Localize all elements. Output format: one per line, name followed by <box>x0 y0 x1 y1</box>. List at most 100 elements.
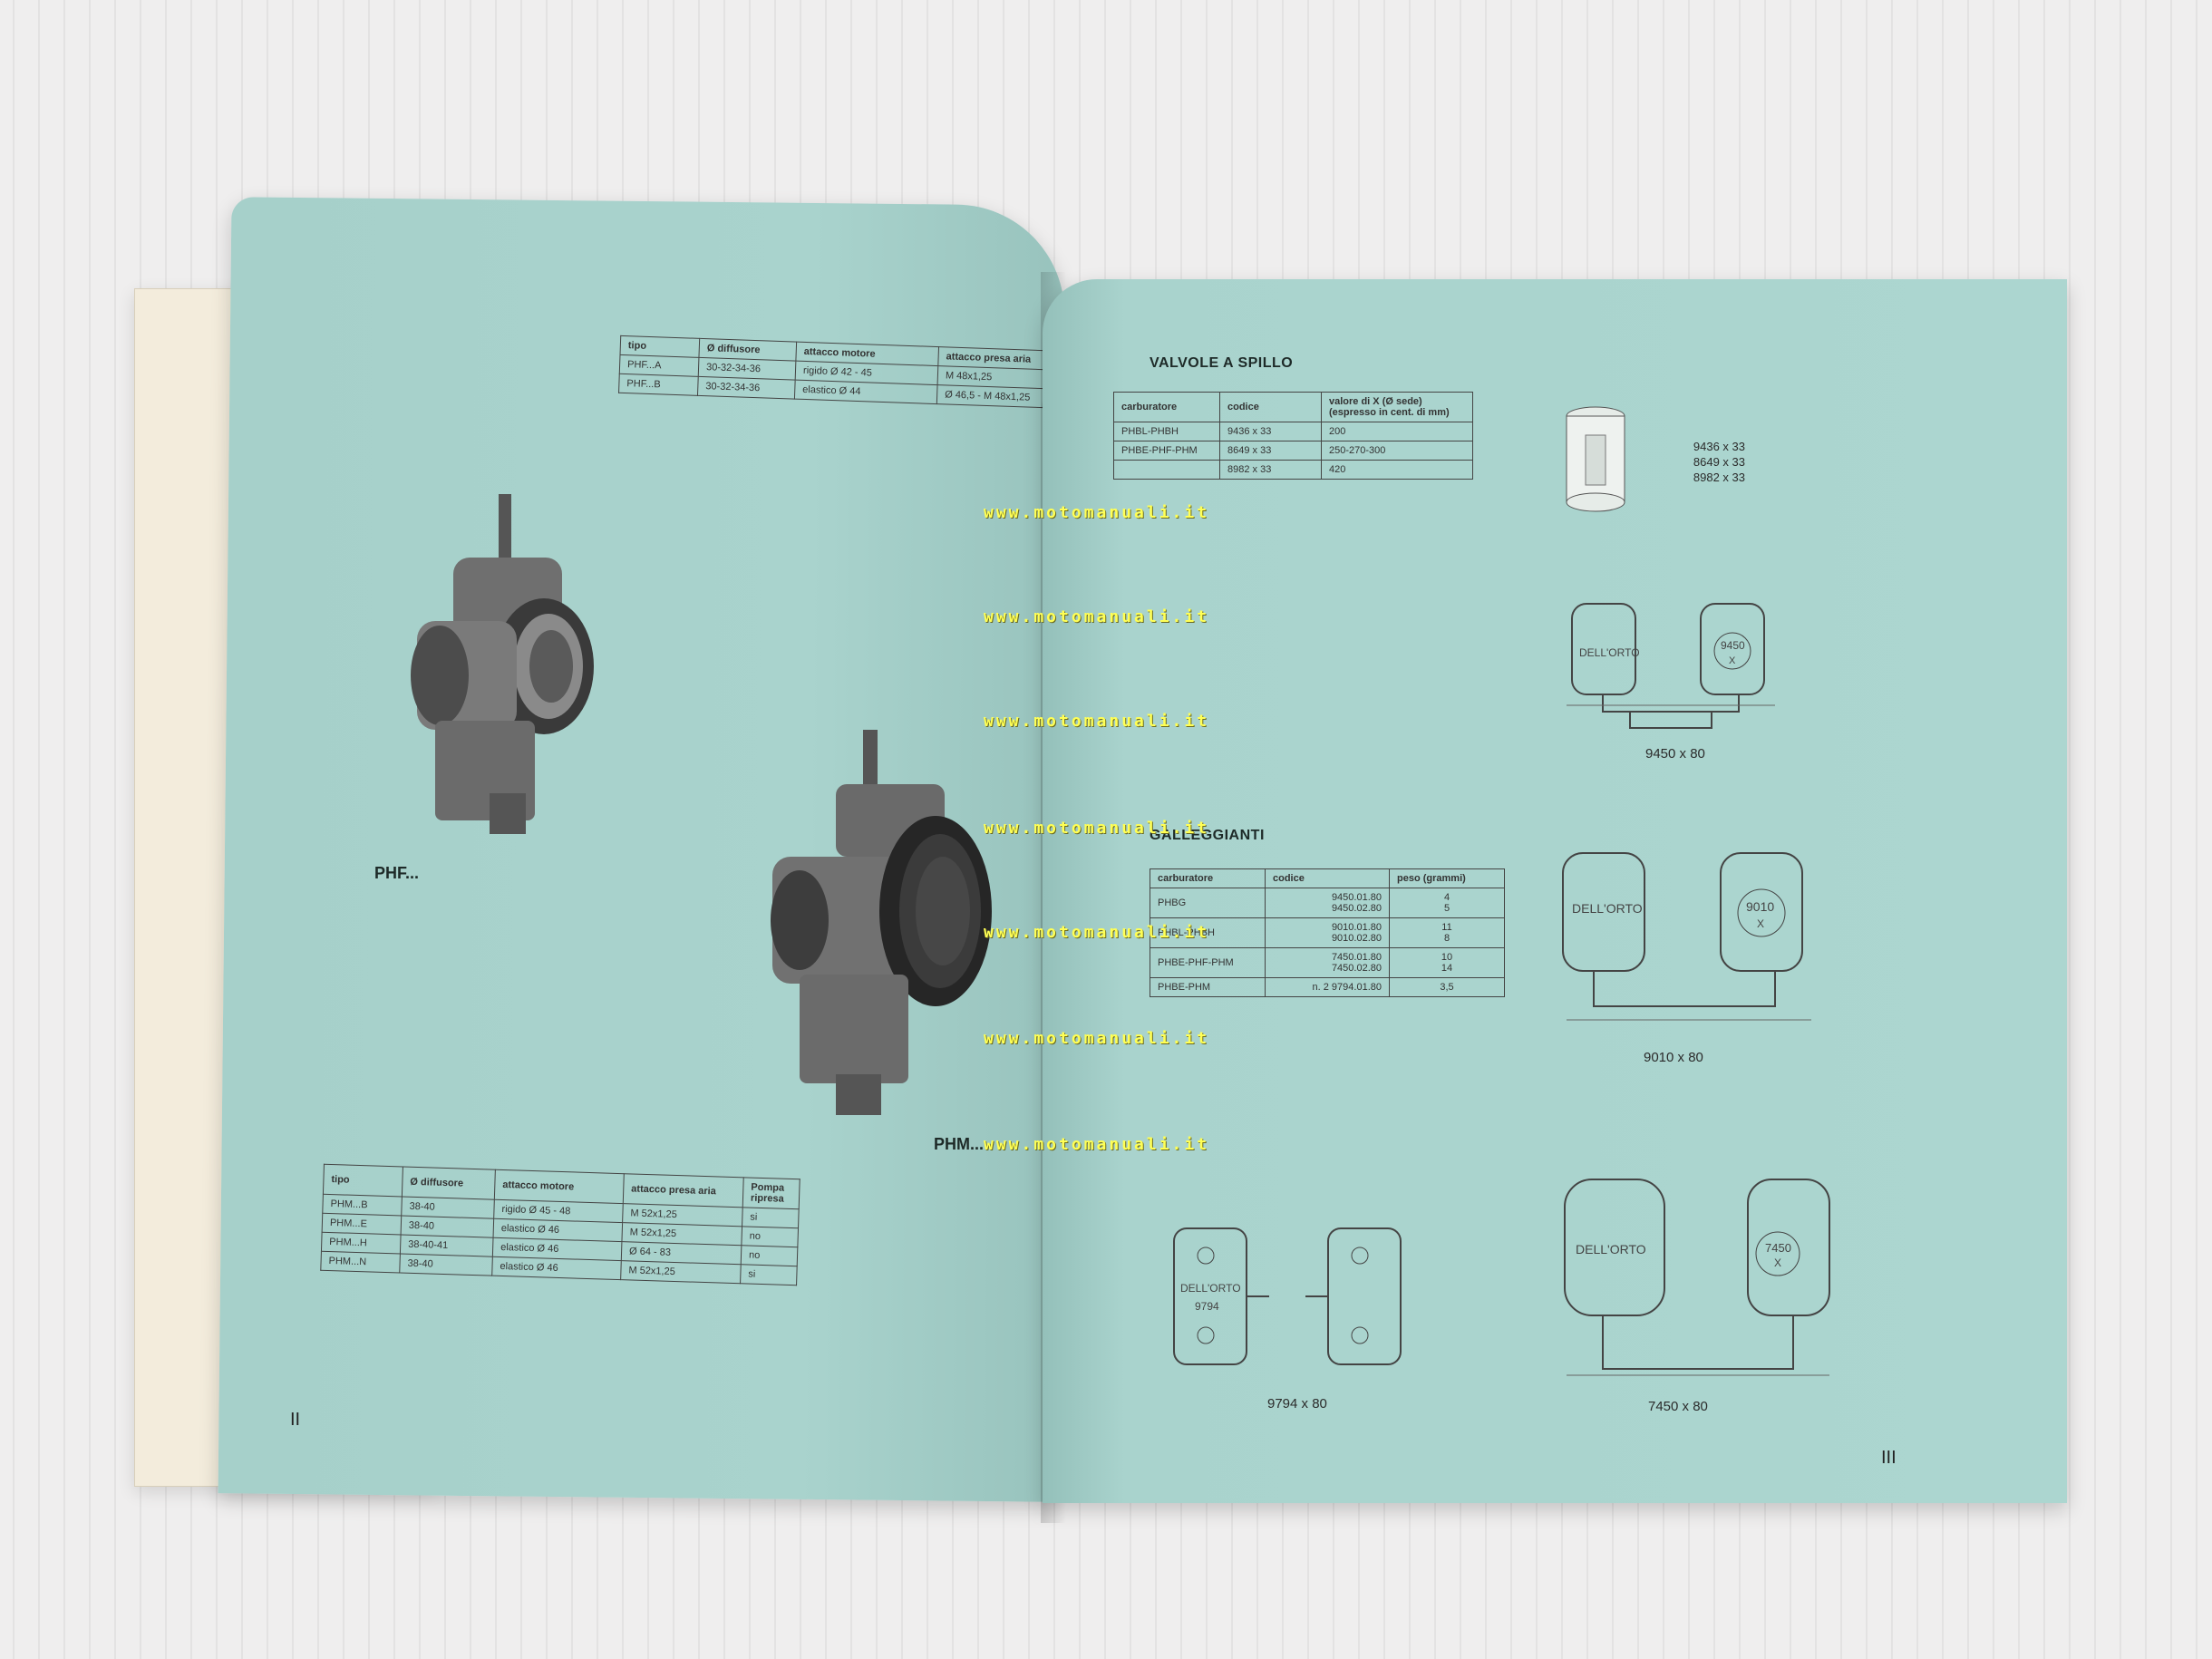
table-cell: PHM...B <box>322 1194 403 1216</box>
table-header: tipo <box>620 335 700 358</box>
table-row: PHBG 9450.01.80 9450.02.80 4 5 <box>1150 888 1505 918</box>
table-cell: PHBE-PHF-PHM <box>1113 441 1220 461</box>
table-header: peso (grammi) <box>1389 868 1505 888</box>
table-cell: PHBL-PHBH <box>1150 917 1266 948</box>
table-row: PHBL-PHBH 9010.01.80 9010.02.80 11 8 <box>1150 917 1505 948</box>
table-cell: elastico Ø 46 <box>491 1256 622 1280</box>
table-cell: PHF...B <box>618 374 699 396</box>
valve-code: 9436 x 33 <box>1693 440 1745 453</box>
float-9010-caption: 9010 x 80 <box>1644 1050 1703 1065</box>
table-cell: PHM...H <box>321 1232 402 1254</box>
float-code-mark: 9010 <box>1746 899 1774 914</box>
table-cell: 4 5 <box>1389 888 1505 918</box>
table-cell: si <box>742 1207 800 1228</box>
float-7450-caption: 7450 x 80 <box>1648 1399 1708 1414</box>
table-cell: PHBE-PHF-PHM <box>1150 947 1266 978</box>
phm-carburetor-image <box>771 730 992 1115</box>
table-cell: 9450.01.80 9450.02.80 <box>1265 888 1390 918</box>
x-mark: X <box>1774 1256 1781 1269</box>
watermark: www.motomanuali.it <box>984 712 1210 731</box>
float-code-mark: 9450 <box>1721 639 1745 652</box>
table-cell: 8982 x 33 <box>1219 460 1322 480</box>
float-9794-drawing: DELL'ORTO 9794 <box>1173 1227 1402 1365</box>
phm-label: PHM... <box>934 1135 985 1153</box>
brand-mark: DELL'ORTO <box>1180 1282 1241 1295</box>
table-cell: PHM...N <box>320 1251 401 1273</box>
watermark: www.motomanuali.it <box>984 1135 1210 1154</box>
table-header: attacco motore <box>494 1169 625 1204</box>
table-header: valore di X (Ø sede) (espresso in cent. … <box>1321 392 1473 422</box>
table-header: carburatore <box>1150 868 1266 888</box>
watermark: www.motomanuali.it <box>984 503 1210 522</box>
table-header-row: carburatore codice valore di X (Ø sede) … <box>1113 392 1473 422</box>
table-header: attacco presa aria <box>623 1173 744 1208</box>
table-cell: 200 <box>1321 422 1473 441</box>
x-mark: X <box>1757 917 1764 930</box>
table-cell: 8649 x 33 <box>1219 441 1322 461</box>
table-row: PHBE-PHF-PHM 8649 x 33 250-270-300 <box>1113 441 1473 461</box>
phm-spec-table: tipo Ø diffusore attacco motore attacco … <box>320 1164 800 1285</box>
table-cell: 10 14 <box>1389 947 1505 978</box>
table-header: codice <box>1219 392 1322 422</box>
table-row: PHBL-PHBH 9436 x 33 200 <box>1113 422 1473 441</box>
float-9450-drawing: DELL'ORTO 9450 X <box>1567 603 1775 729</box>
table-header: codice <box>1265 868 1390 888</box>
watermark: www.motomanuali.it <box>984 923 1210 942</box>
valve-code: 8649 x 33 <box>1693 455 1745 469</box>
table-cell: 250-270-300 <box>1321 441 1473 461</box>
table-cell: PHM...E <box>322 1213 402 1235</box>
table-row: PHBE-PHF-PHM 7450.01.80 7450.02.80 10 14 <box>1150 947 1505 978</box>
table-row: PHBE-PHM n. 2 9794.01.80 3,5 <box>1150 977 1505 997</box>
table-cell: PHF...A <box>619 354 699 377</box>
table-cell: PHBG <box>1150 888 1266 918</box>
watermark: www.motomanuali.it <box>984 819 1210 838</box>
table-cell: 11 8 <box>1389 917 1505 948</box>
watermark: www.motomanuali.it <box>984 1029 1210 1048</box>
table-cell: PHBE-PHM <box>1150 977 1266 997</box>
table-cell: si <box>740 1264 798 1285</box>
brand-mark: DELL'ORTO <box>1579 646 1640 659</box>
table-cell: no <box>741 1226 799 1247</box>
float-9010-drawing: DELL'ORTO 9010 X <box>1562 852 1811 1021</box>
phf-carburetor-image <box>411 494 594 834</box>
float-code-mark: 7450 <box>1765 1241 1791 1255</box>
table-cell: 30-32-34-36 <box>697 376 796 400</box>
valve-code: 8982 x 33 <box>1693 471 1745 484</box>
valvole-table: carburatore codice valore di X (Ø sede) … <box>1113 392 1473 480</box>
needle-valve-drawing <box>1566 406 1625 512</box>
table-cell: n. 2 9794.01.80 <box>1265 977 1390 997</box>
brand-mark: DELL'ORTO <box>1576 1242 1646 1256</box>
table-cell: 9436 x 33 <box>1219 422 1322 441</box>
float-7450-drawing: DELL'ORTO 7450 X <box>1564 1179 1830 1376</box>
table-cell: M 52x1,25 <box>620 1260 742 1284</box>
table-header: tipo <box>323 1164 403 1197</box>
table-cell: 38-40 <box>399 1253 493 1276</box>
needle-valve-codes: 9436 x 33 8649 x 33 8982 x 33 <box>1650 439 1745 485</box>
table-header: carburatore <box>1113 392 1220 422</box>
table-cell: 3,5 <box>1389 977 1505 997</box>
table-row: 8982 x 33 420 <box>1113 460 1473 480</box>
galleggianti-section-title: GALLEGGIANTI <box>1150 828 1265 843</box>
watermark: www.motomanuali.it <box>984 607 1210 626</box>
float-code-mark: 9794 <box>1195 1300 1219 1313</box>
float-9794-caption: 9794 x 80 <box>1267 1396 1327 1412</box>
table-cell: PHBL-PHBH <box>1113 422 1220 441</box>
float-9450-caption: 9450 x 80 <box>1645 746 1705 762</box>
left-page-number: II <box>290 1410 301 1430</box>
table-header: Pompa ripresa <box>742 1177 800 1209</box>
table-header: Ø diffusore <box>402 1167 496 1200</box>
brand-mark: DELL'ORTO <box>1572 901 1643 916</box>
table-header-row: carburatore codice peso (grammi) <box>1150 868 1505 888</box>
table-cell: Ø 46,5 - M 48x1,25 <box>936 384 1043 408</box>
table-cell: no <box>741 1245 798 1266</box>
phf-label: PHF... <box>374 864 420 882</box>
table-cell <box>1113 460 1220 480</box>
x-mark: X <box>1729 655 1736 666</box>
galleggianti-table: carburatore codice peso (grammi) PHBG 94… <box>1150 868 1505 997</box>
valvole-section-title: VALVOLE A SPILLO <box>1150 355 1294 371</box>
right-page-number: III <box>1881 1448 1897 1468</box>
table-cell: 420 <box>1321 460 1473 480</box>
table-cell: 7450.01.80 7450.02.80 <box>1265 947 1390 978</box>
table-cell: 9010.01.80 9010.02.80 <box>1265 917 1390 948</box>
